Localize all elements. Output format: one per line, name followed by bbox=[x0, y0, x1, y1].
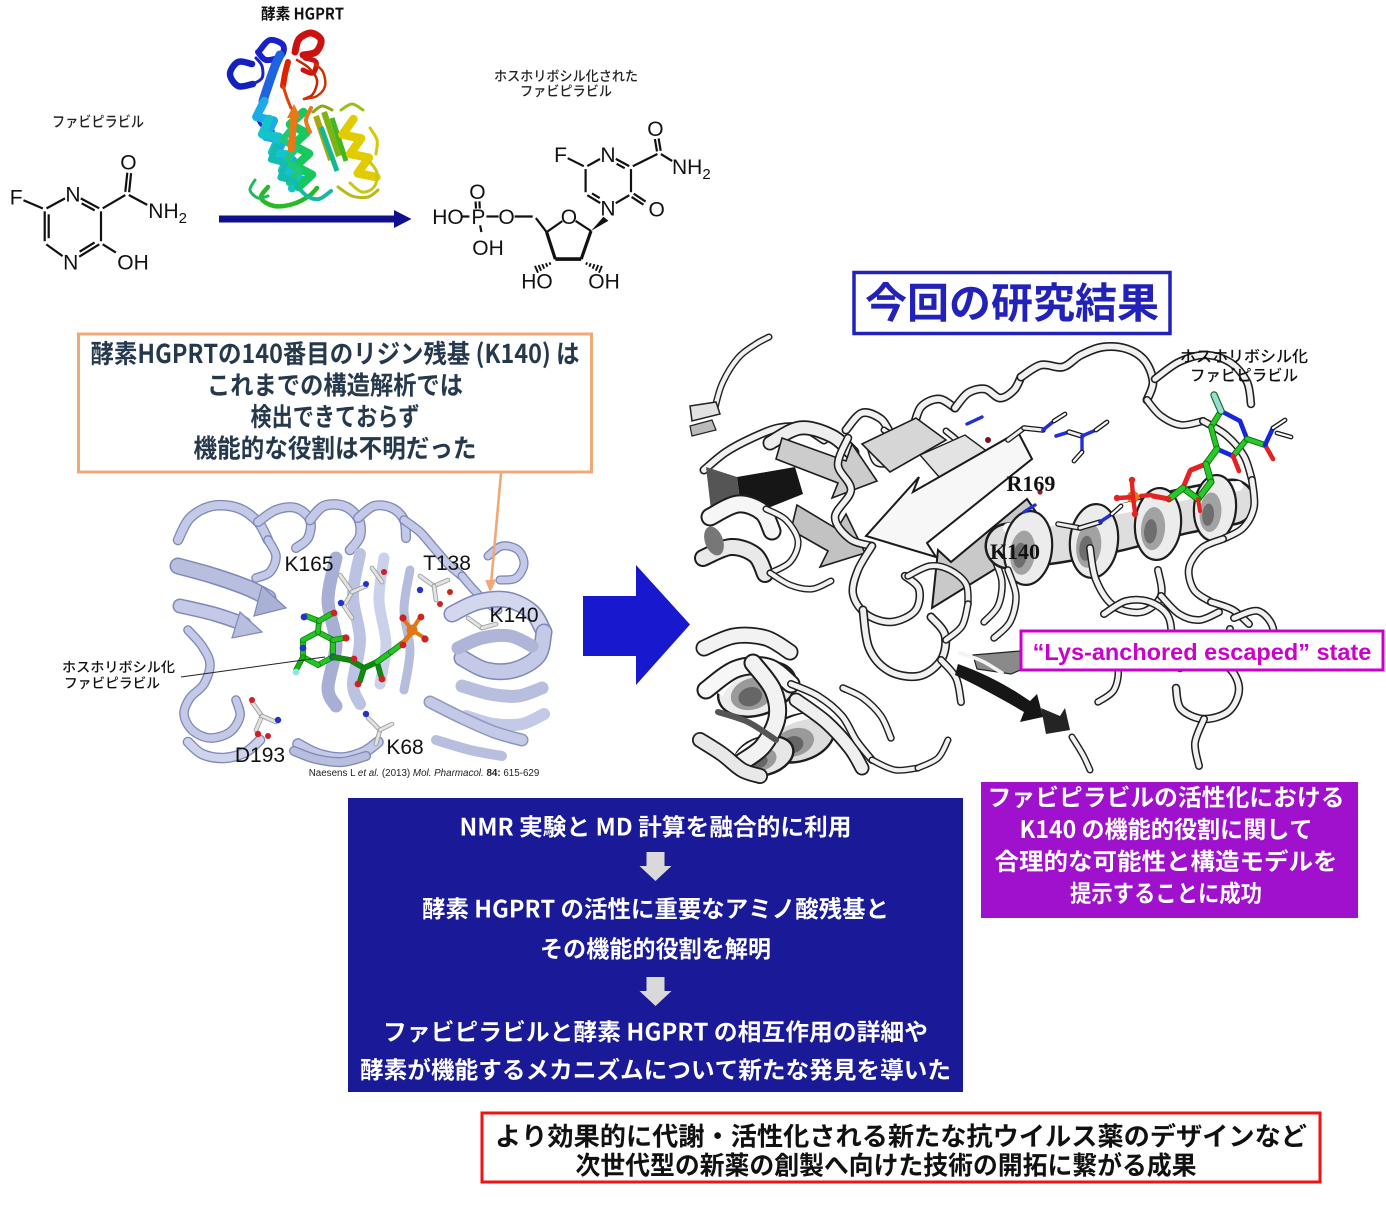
svg-text:O: O bbox=[469, 181, 485, 204]
svg-text:K165: K165 bbox=[284, 553, 333, 576]
svg-text:OH: OH bbox=[588, 271, 620, 294]
svg-text:OH: OH bbox=[117, 252, 149, 275]
svg-text:OH: OH bbox=[472, 237, 504, 260]
svg-text:K68: K68 bbox=[386, 736, 423, 759]
svg-text:HO: HO bbox=[521, 271, 553, 294]
svg-text:F: F bbox=[10, 187, 23, 210]
svg-text:T138: T138 bbox=[423, 552, 471, 575]
svg-text:K140: K140 bbox=[990, 539, 1040, 564]
svg-text:F: F bbox=[554, 144, 567, 167]
svg-text:D193: D193 bbox=[235, 744, 285, 767]
svg-text:O: O bbox=[498, 206, 514, 229]
svg-text:N: N bbox=[600, 197, 615, 220]
svg-text:N: N bbox=[600, 144, 615, 167]
svg-text:N: N bbox=[63, 252, 78, 275]
svg-text:HO: HO bbox=[432, 206, 464, 229]
svg-text:“Lys-anchored escaped” state: “Lys-anchored escaped” state bbox=[1033, 639, 1372, 665]
svg-text:K140: K140 bbox=[489, 604, 538, 627]
svg-text:O: O bbox=[120, 151, 136, 174]
svg-text:N: N bbox=[65, 184, 80, 207]
svg-text:Naesens L et al. (2013) Mol. P: Naesens L et al. (2013) Mol. Pharmacol. … bbox=[309, 768, 540, 779]
svg-text:P: P bbox=[471, 206, 485, 229]
svg-text:O: O bbox=[647, 118, 663, 141]
svg-text:R169: R169 bbox=[1007, 471, 1056, 496]
svg-text:O: O bbox=[649, 198, 665, 221]
svg-text:O: O bbox=[561, 206, 577, 229]
